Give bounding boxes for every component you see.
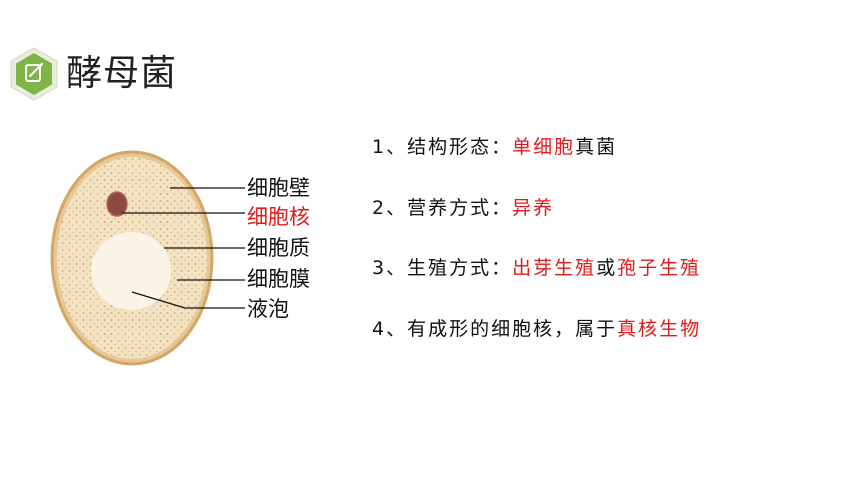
- fact-text: 真菌: [575, 136, 618, 158]
- fact-nucleus: 4、有成形的细胞核，属于真核生物: [372, 314, 701, 344]
- nucleus-shape: [106, 191, 128, 217]
- fact-text: 或: [596, 257, 618, 279]
- yeast-cell-diagram: 细胞壁 细胞核 细胞质 细胞膜 液泡: [40, 150, 360, 380]
- fact-highlight: 孢子生殖: [617, 257, 702, 279]
- label-cell-wall: 细胞壁: [247, 176, 310, 200]
- fact-highlight: 单细胞: [512, 136, 576, 158]
- fact-highlight: 异养: [512, 197, 555, 219]
- page-title: 酵母菌: [66, 53, 178, 94]
- fact-text: 2、营养方式：: [372, 197, 513, 219]
- fact-highlight: 出芽生殖: [512, 257, 597, 279]
- label-cytoplasm: 细胞质: [247, 236, 310, 260]
- fact-highlight: 真核生物: [617, 318, 702, 340]
- label-cell-membrane: 细胞膜: [247, 267, 310, 291]
- fact-text: 1、结构形态：: [372, 136, 513, 158]
- fact-text: 3、生殖方式：: [372, 257, 513, 279]
- edit-note-icon: [25, 62, 44, 82]
- vacuole-shape: [91, 232, 171, 310]
- fact-reproduction: 3、生殖方式：出芽生殖或孢子生殖: [372, 253, 701, 283]
- fact-structure: 1、结构形态：单细胞真菌: [372, 132, 617, 162]
- fact-nutrition: 2、营养方式：异养: [372, 193, 554, 223]
- label-vacuole: 液泡: [247, 297, 289, 321]
- title-badge: [10, 47, 58, 101]
- fact-text: 4、有成形的细胞核，属于: [372, 318, 618, 340]
- label-nucleus: 细胞核: [247, 205, 310, 229]
- yeast-cell-illustration: [50, 150, 245, 366]
